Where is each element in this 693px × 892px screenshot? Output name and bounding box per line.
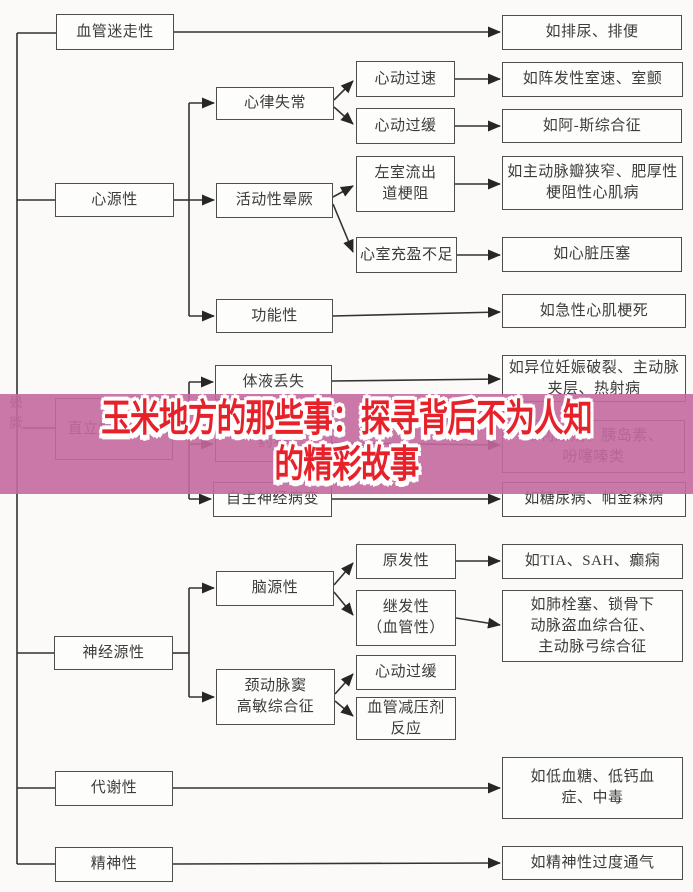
outcome-urination-defecation: 如排尿、排便 [502,15,682,50]
node-bradycardia-carotid: 心动过缓 [356,655,456,690]
node-metabolic: 代谢性 [55,771,173,806]
outcome-psychogenic-hyperventilation: 如精神性过度通气 [502,846,683,880]
node-arrhythmia: 心律失常 [216,87,334,120]
node-bradycardia-cardiac: 心动过缓 [356,108,455,144]
node-cardiac: 心源性 [55,183,174,217]
node-vasodepressor-reaction: 血管减压剂 反应 [356,697,456,740]
outcome-aortic-stenosis: 如主动脉瓣狭窄、肥厚性 梗阻性心肌病 [502,156,683,210]
node-cerebral: 脑源性 [216,571,334,606]
node-carotid-sinus: 颈动脉窦 高敏综合征 [216,669,335,725]
watermark-band [0,394,693,494]
node-neurogenic: 神经源性 [54,636,173,670]
node-primary: 原发性 [356,544,456,579]
outcome-adams-stokes: 如阿-斯综合征 [502,109,682,143]
watermark-headline: 玉米地方的那些事：探寻背后不为人知 的精彩故事 [0,396,693,492]
outcome-acute-mi: 如急性心肌梗死 [502,294,686,328]
node-exertional-syncope: 活动性晕厥 [216,183,333,218]
node-functional: 功能性 [216,299,333,333]
outcome-hypoglycemia-poisoning: 如低血糖、低钙血 症、中毒 [502,757,683,819]
watermark-line1: 玉米地方的那些事：探寻背后不为人知 [101,398,592,440]
outcome-tia-sah-epilepsy: 如TIA、SAH、癫痫 [502,544,683,579]
outcome-vt-vf: 如阵发性室速、室颤 [502,62,683,97]
node-secondary-vascular: 继发性 （血管性） [356,590,456,646]
outcome-cardiac-tamponade: 如心脏压塞 [502,237,682,272]
node-psychogenic: 精神性 [55,847,173,882]
node-tachycardia: 心动过速 [356,61,455,97]
watermark-line2: 的精彩故事 [274,444,419,486]
node-lvot-obstruction: 左室流出 道梗阻 [356,156,455,212]
node-ventricular-filling: 心室充盈不足 [356,237,457,273]
outcome-pulmonary-embolism: 如肺栓塞、锁骨下 动脉盗血综合征、 主动脉弓综合征 [502,590,683,662]
node-vasovagal: 血管迷走性 [56,14,174,50]
